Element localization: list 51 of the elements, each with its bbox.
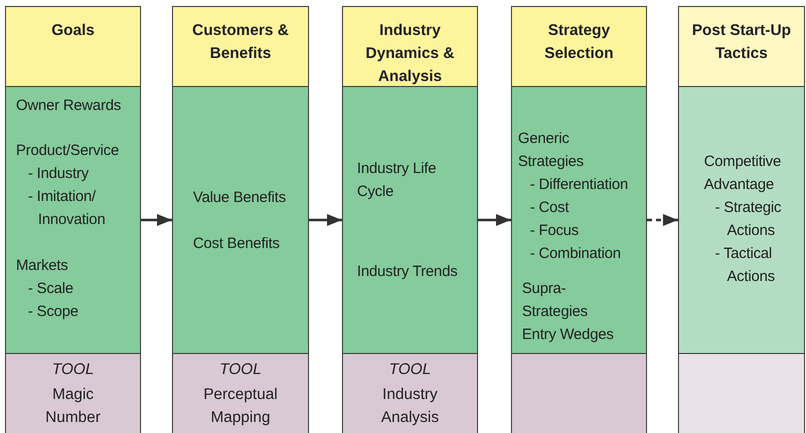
panel-text: - Strategic Actions bbox=[715, 198, 782, 241]
tool-label: TOOL bbox=[51, 360, 95, 380]
arrow bbox=[309, 214, 342, 226]
tool-label: TOOL bbox=[388, 360, 432, 380]
column-header bbox=[678, 6, 805, 87]
header-text: Post Start-Up Tactics bbox=[692, 22, 792, 62]
column-header bbox=[5, 6, 141, 87]
panel-text: Value Benefits bbox=[193, 188, 286, 208]
panel-text: Supra- Strategies bbox=[522, 279, 589, 322]
header-text: Strategy Selection bbox=[544, 22, 614, 62]
tool-label: TOOL bbox=[218, 360, 262, 380]
panel-text: - Cost bbox=[530, 198, 569, 218]
panel-text: Industry Life Cycle bbox=[357, 159, 438, 202]
content-panel bbox=[342, 86, 478, 354]
panel-text: Entry Wedges bbox=[522, 325, 614, 345]
column-header bbox=[342, 6, 478, 87]
header-text: Industry Dynamics & Analysis bbox=[366, 22, 454, 85]
panel-text: - Imitation/ Innovation bbox=[28, 187, 106, 230]
column-header bbox=[172, 6, 309, 87]
content-panel bbox=[172, 86, 309, 354]
panel-text: Competitive Advantage bbox=[704, 152, 782, 195]
arrow bbox=[141, 214, 172, 226]
panel-text: - Differentiation bbox=[530, 175, 628, 195]
tool-panel bbox=[678, 353, 805, 433]
tool-name: Industry Analysis bbox=[380, 385, 440, 428]
tool-panel bbox=[5, 353, 141, 433]
panel-text: Cost Benefits bbox=[193, 234, 280, 254]
arrow bbox=[478, 214, 511, 226]
panel-text: Markets bbox=[16, 256, 68, 276]
header-text: Goals bbox=[51, 22, 95, 39]
tool-panel bbox=[172, 353, 309, 433]
header-text: Customers & Benefits bbox=[192, 22, 289, 62]
panel-text: Owner Rewards bbox=[16, 96, 121, 116]
panel-text: - Focus bbox=[530, 221, 579, 241]
panel-text: - Scale bbox=[28, 279, 74, 299]
tool-name: Perceptual Mapping bbox=[202, 385, 279, 428]
panel-text: - Industry bbox=[28, 164, 89, 184]
panel-text: - Combination bbox=[530, 244, 621, 264]
tool-panel bbox=[342, 353, 478, 433]
content-panel bbox=[511, 86, 647, 354]
column-header bbox=[511, 6, 647, 87]
panel-text: - Tactical Actions bbox=[715, 244, 776, 287]
tool-panel bbox=[511, 353, 647, 433]
panel-text: Industry Trends bbox=[357, 262, 458, 282]
tool-name: Magic Number bbox=[44, 385, 102, 428]
panel-text: Product/Service bbox=[16, 141, 119, 161]
panel-text: Generic Strategies bbox=[518, 129, 585, 172]
arrow bbox=[647, 214, 678, 226]
content-panel bbox=[5, 86, 141, 354]
content-panel bbox=[678, 86, 805, 354]
panel-text: - Scope bbox=[28, 302, 78, 322]
